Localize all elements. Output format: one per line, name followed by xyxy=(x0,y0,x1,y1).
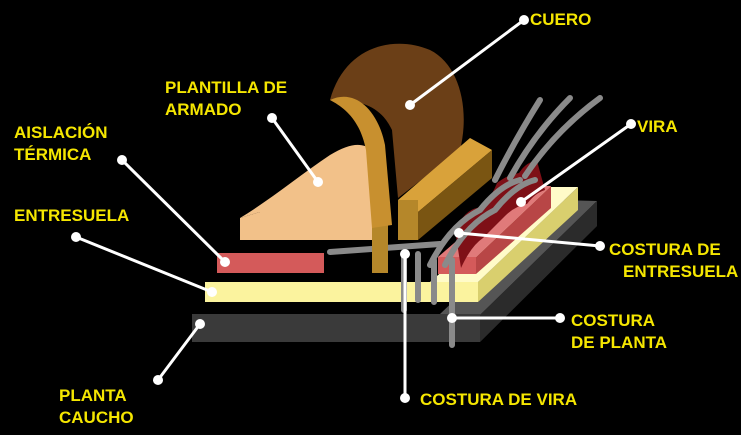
label-planta-line2: CAUCHO xyxy=(59,408,134,427)
label-planta-caucho: PLANTA CAUCHO xyxy=(59,385,159,429)
leader-dot-costura-planta-1 xyxy=(447,313,457,323)
label-vira: VIRA xyxy=(637,117,678,136)
leader-dot-costura-vira-1 xyxy=(400,249,410,259)
leader-dot-vira-0 xyxy=(626,119,636,129)
leader-dot-cuero-0 xyxy=(519,15,529,25)
label-aislacion-line2: TÉRMICA xyxy=(14,145,92,164)
leader-line-entresuela xyxy=(75,235,213,294)
leader-dot-entresuela-0 xyxy=(71,232,81,242)
leader-dot-plantilla-0 xyxy=(267,113,277,123)
label-aislacion-termica: AISLACIÓN TÉRMICA xyxy=(14,122,108,166)
label-plantilla-line1: PLANTILLA DE xyxy=(165,78,288,97)
leader-dot-aislacion-1 xyxy=(220,257,230,267)
leader-dot-aislacion-0 xyxy=(117,155,127,165)
leader-dot-costura-vira-0 xyxy=(400,393,410,403)
leader-line-aislacion xyxy=(120,158,227,264)
leader-lines xyxy=(71,15,636,403)
label-entresuela: ENTRESUELA xyxy=(14,206,130,225)
cuero-layer xyxy=(330,43,464,228)
label-costura-planta-line2: DE PLANTA xyxy=(571,333,668,352)
leader-dot-plantilla-1 xyxy=(313,177,323,187)
label-aislacion-line1: AISLACIÓN xyxy=(14,123,108,142)
leader-line-cuero xyxy=(409,18,525,107)
label-planta-line1: PLANTA xyxy=(59,386,127,405)
leader-line-planta xyxy=(156,323,202,381)
plantilla-armado-layer xyxy=(240,144,388,273)
leader-dot-vira-1 xyxy=(516,197,526,207)
label-costura-entresuela-line1: COSTURA DE xyxy=(609,240,721,259)
vira-layer xyxy=(398,138,492,240)
label-costura-entresuela: COSTURA DE ENTRESUELA xyxy=(609,239,738,283)
leader-dot-entresuela-1 xyxy=(207,287,217,297)
label-cuero: CUERO xyxy=(530,10,592,29)
label-plantilla-line2: ARMADO xyxy=(165,100,242,119)
label-plantilla-armado: PLANTILLA DE ARMADO xyxy=(165,77,287,121)
leader-line-costura-entresuela xyxy=(458,231,601,248)
leader-line-plantilla xyxy=(270,117,320,183)
leader-dot-planta-0 xyxy=(153,375,163,385)
label-costura-vira: COSTURA DE VIRA xyxy=(420,390,578,409)
label-costura-planta: COSTURA DE PLANTA xyxy=(571,310,667,354)
leader-dot-costura-planta-0 xyxy=(555,313,565,323)
leader-dot-planta-1 xyxy=(195,319,205,329)
leader-dot-costura-entresuela-0 xyxy=(595,241,605,251)
leader-dot-cuero-1 xyxy=(405,100,415,110)
label-costura-entresuela-line2: ENTRESUELA xyxy=(623,262,739,281)
label-costura-planta-line1: COSTURA xyxy=(571,311,656,330)
leader-dot-costura-entresuela-1 xyxy=(454,228,464,238)
leader-line-vira xyxy=(520,122,632,204)
